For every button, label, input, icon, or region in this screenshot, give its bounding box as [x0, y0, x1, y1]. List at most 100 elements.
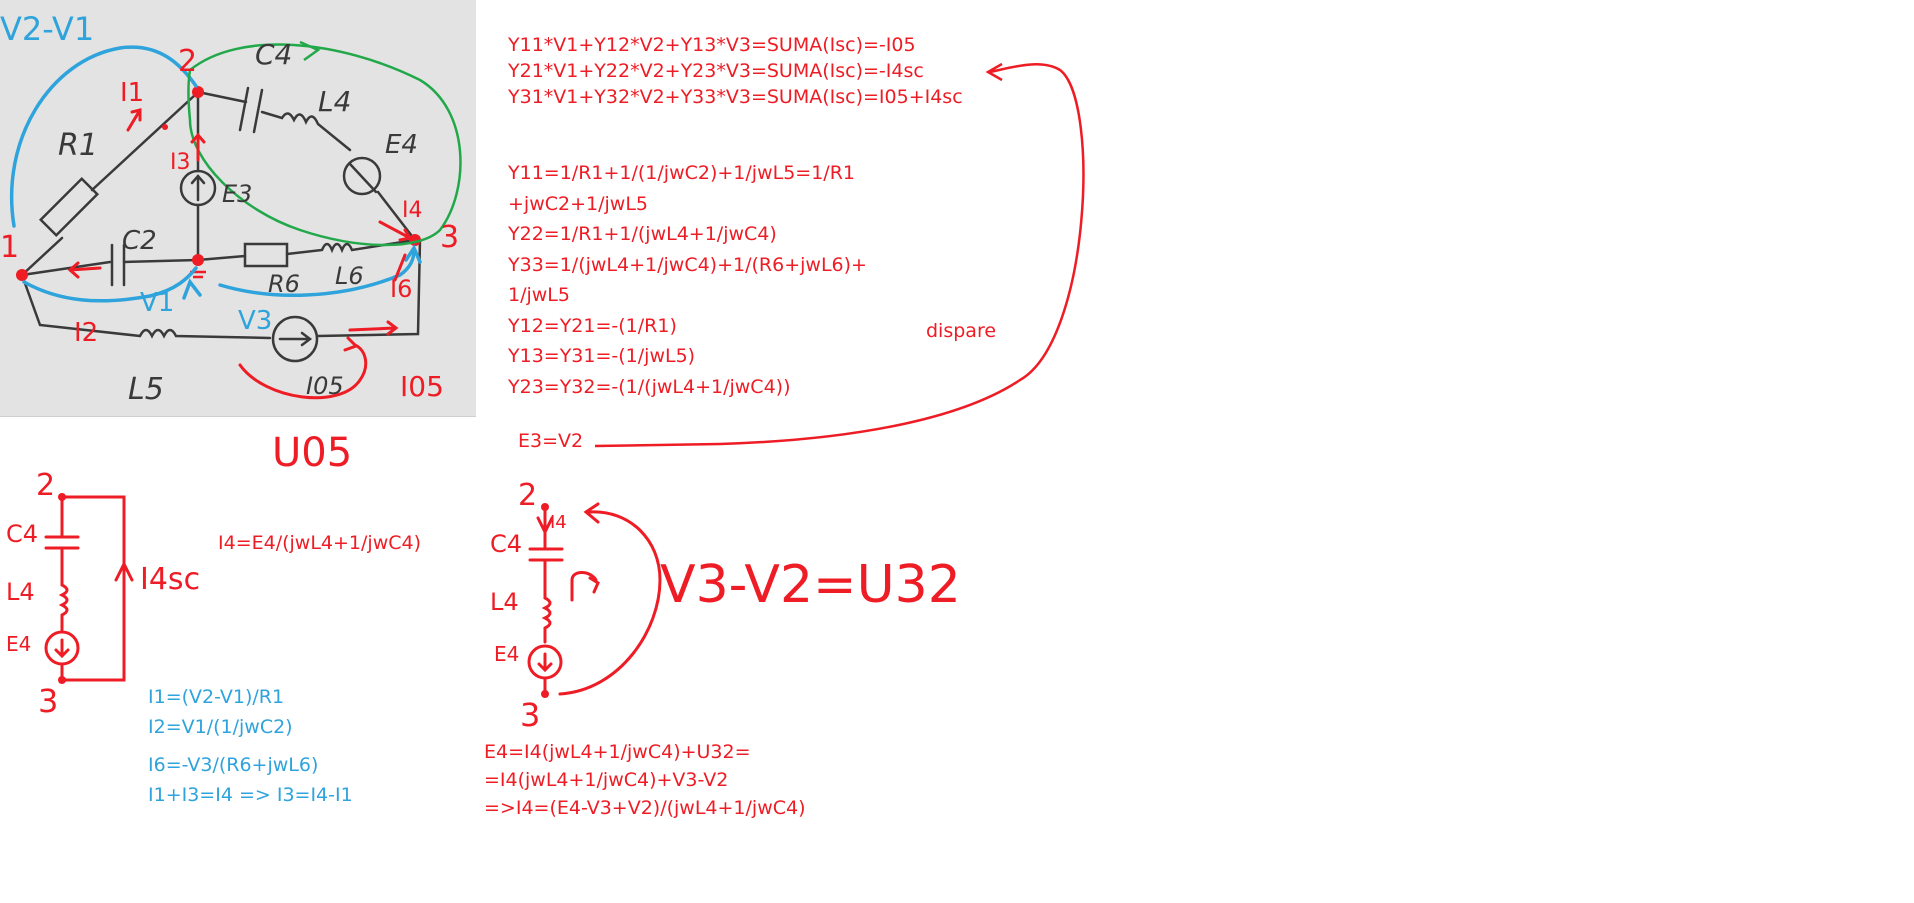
label-i05: I05 [306, 372, 344, 400]
wire-l5-right [316, 238, 422, 338]
source-i05-arrow [278, 331, 313, 347]
blue-annotations [9, 45, 422, 303]
green-loop-arrow [299, 40, 321, 62]
branch-right-u32-label: V3-V2=U32 [660, 555, 961, 615]
label-i1: I1 [120, 78, 145, 108]
branch-left-c4-label: C4 [6, 520, 39, 548]
label-node2: 2 [178, 44, 198, 79]
branch-right-node-top-label: 2 [518, 478, 538, 513]
source-e3-arrow [190, 174, 206, 202]
label-i6: I6 [390, 275, 413, 303]
label-u05: U05 [272, 430, 353, 476]
voltage-arc-v2-v1 [9, 45, 198, 228]
green-loop [187, 43, 462, 247]
dispare-label: dispare [926, 320, 997, 342]
branch-right-node-top [541, 503, 549, 511]
arrow-i3 [190, 132, 206, 162]
voltage-arc-v1-head [182, 278, 202, 300]
arrow-i2 [67, 261, 102, 279]
current-equation: I6=-V3/(R6+jwL6) [148, 754, 319, 776]
dispare-arrow [594, 63, 1085, 448]
label-c2: C2 [122, 226, 157, 256]
resistor-r1 [38, 176, 100, 238]
label-v1: V1 [140, 288, 175, 318]
circuit-wires [20, 86, 422, 363]
capacitor-c4 [238, 86, 264, 134]
label-i2: I2 [74, 318, 99, 348]
inductor-l5 [138, 328, 272, 340]
derivation-line: =>I4=(E4-V3+V2)/(jwL4+1/jwC4) [484, 797, 806, 819]
node-equation-1: Y11*V1+Y12*V2+Y13*V3=SUMA(Isc)=-I05 [508, 34, 916, 56]
arrow-u05 [238, 343, 368, 400]
branch-right-voltage-head [583, 502, 600, 524]
admittance-line: Y22=1/R1+1/(jwL4+1/jwC4) [508, 223, 777, 245]
branch-right-l4-label: L4 [490, 588, 519, 616]
current-equation: I1=(V2-V1)/R1 [148, 686, 285, 708]
capacitor-c2 [110, 243, 126, 287]
branch-left-short-arrow [114, 560, 134, 582]
branch-left-e4-label: E4 [6, 632, 32, 656]
node-equations: Y11*V1+Y12*V2+Y13*V3=SUMA(Isc)=-I05 Y21*… [508, 32, 963, 110]
branch-left-capacitor [44, 535, 80, 550]
branch-right-i4-arrow [536, 516, 554, 536]
admittance-line: 1/jwL5 [508, 284, 570, 306]
label-l6: L6 [335, 262, 364, 290]
branch-right-loop-head [588, 576, 600, 594]
current-equation: I1+I3=I4 => I3=I4-I1 [148, 784, 353, 806]
branch-right-node-bottom-label: 3 [520, 696, 541, 734]
node-equation-3: Y31*V1+Y32*V2+Y33*V3=SUMA(Isc)=I05+I4sc [508, 86, 963, 108]
branch-left-node-top [58, 493, 66, 501]
branch-left-inductor [58, 548, 69, 632]
arrow-i4 [378, 220, 412, 240]
branch-right-node-bottom [541, 690, 549, 698]
admittance-line: Y33=1/(jwL4+1/jwC4)+1/(R6+jwL6)+ [508, 253, 867, 276]
label-v3: V3 [238, 306, 273, 336]
derivation-line: =I4(jwL4+1/jwC4)+V3-V2 [484, 769, 729, 791]
branch-left-source-arrow [54, 638, 70, 659]
derivation-line: E4=I4(jwL4+1/jwC4)+U32= [484, 741, 751, 763]
wire-l5-left [20, 273, 142, 338]
wire-e4-node3 [376, 190, 417, 242]
label-i4: I4 [402, 198, 423, 223]
branch-left-node-bottom [58, 676, 66, 684]
wire-c2-left [20, 260, 112, 277]
branch-right-inductor [541, 560, 552, 644]
branch-right-source-arrow [537, 652, 553, 673]
admittance-line: +jwC2+1/jwL5 [508, 192, 648, 215]
e3-equation: E3=V2 [518, 430, 584, 452]
branch-left-node-top-label: 2 [36, 468, 56, 503]
source-e4-arrow [348, 162, 378, 194]
current-equation: I2=V1/(1/jwC2) [148, 716, 293, 738]
voltage-arc-v3-head [404, 244, 422, 264]
node-equation-2: Y21*V1+Y22*V2+Y23*V3=SUMA(Isc)=-I4sc [508, 60, 924, 82]
dispare-arrow-head [985, 62, 1003, 82]
label-l4: L4 [318, 85, 352, 118]
branch-left-sketch [44, 495, 134, 682]
branch-right-c4-label: C4 [490, 530, 523, 558]
inductor-l4 [260, 110, 352, 152]
wire-c4-left [196, 90, 248, 104]
admittance-line: Y23=Y32=-(1/(jwL4+1/jwC4)) [508, 375, 791, 398]
current-equations: I1=(V2-V1)/R1 I2=V1/(1/jwC2) I6=-V3/(R6+… [148, 682, 353, 810]
label-node1: 1 [0, 230, 20, 265]
arrow-i4-head [398, 228, 413, 242]
branch-left-i4-equation: I4=E4/(jwL4+1/jwC4) [218, 532, 422, 554]
branch-right-voltage-arc [558, 510, 662, 696]
arrow-i1 [126, 108, 142, 132]
arrow-i6 [393, 253, 407, 282]
label-r1: R1 [58, 128, 98, 163]
label-c4: C4 [255, 38, 293, 71]
admittance-line: Y12=Y21=-(1/R1) [508, 314, 677, 337]
source-i05 [271, 315, 319, 363]
arrow-u05-head [343, 336, 359, 352]
source-e4 [342, 156, 382, 196]
label-e3: E3 [222, 180, 253, 208]
label-e4: E4 [385, 130, 418, 160]
voltage-arc-v1 [22, 266, 198, 303]
wire-r6-left [196, 254, 247, 262]
branch-right-capacitor [528, 547, 564, 562]
admittance-line: Y11=1/R1+1/(1/jwC2)+1/jwL5=1/R1 [508, 162, 855, 184]
wire-r1-low [20, 236, 64, 277]
